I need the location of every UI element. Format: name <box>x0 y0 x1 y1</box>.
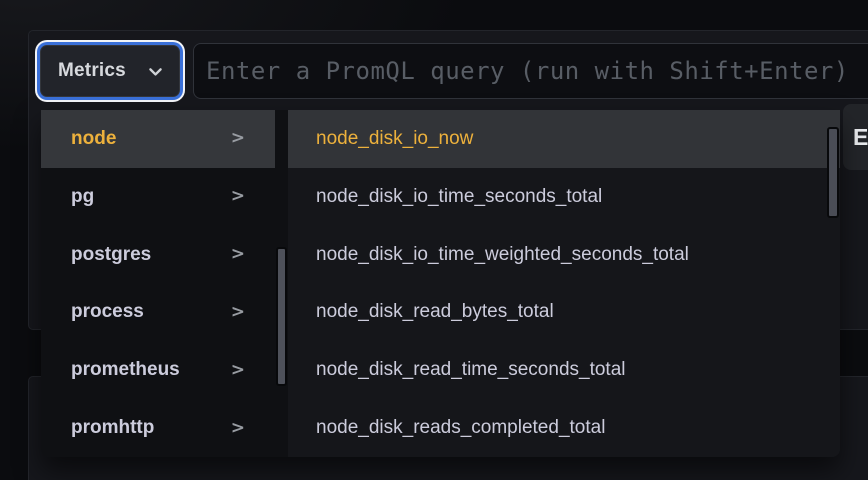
category-item-promhttp[interactable]: promhttp > <box>41 399 275 457</box>
explain-button[interactable]: E <box>843 104 868 170</box>
metric-categories-list: node>pg>postgres>process>prometheus>prom… <box>41 110 288 457</box>
category-item-prometheus[interactable]: prometheus > <box>41 341 275 399</box>
chevron-right-icon: > <box>230 128 245 149</box>
promql-query-input[interactable] <box>193 43 868 99</box>
category-item-pg[interactable]: pg > <box>41 168 275 226</box>
category-label: process <box>71 301 144 323</box>
category-label: prometheus <box>71 359 180 381</box>
chevron-right-icon: > <box>230 186 245 207</box>
chevron-right-icon: > <box>230 244 245 265</box>
category-label: pg <box>71 185 95 207</box>
category-label: node <box>71 127 117 149</box>
category-label: promhttp <box>71 417 155 439</box>
category-item-postgres[interactable]: postgres > <box>41 226 275 284</box>
metric-item-node_disk_read_bytes_total[interactable]: node_disk_read_bytes_total <box>316 301 554 323</box>
metrics-browser-dropdown: node>pg>postgres>process>prometheus>prom… <box>41 110 840 457</box>
chevron-right-icon: > <box>230 359 245 380</box>
categories-scrollbar[interactable] <box>276 247 287 386</box>
chevron-down-icon <box>147 63 164 80</box>
metric-names-list: node_disk_io_now node_disk_io_time_second… <box>288 110 840 457</box>
chevron-right-icon: > <box>230 301 245 322</box>
metric-item-node_disk_reads_completed_total[interactable]: node_disk_reads_completed_total <box>316 417 606 439</box>
metric-item-node_disk_io_time_seconds_total[interactable]: node_disk_io_time_seconds_total <box>316 185 603 207</box>
category-item-node[interactable]: node > <box>41 110 275 168</box>
metrics-button-label: Metrics <box>58 60 126 81</box>
metrics-scrollbar[interactable] <box>827 127 839 218</box>
metric-item-node_disk_read_time_seconds_total[interactable]: node_disk_read_time_seconds_total <box>316 359 626 381</box>
chevron-right-icon: > <box>230 417 245 438</box>
explain-button-label: E <box>853 123 868 150</box>
category-item-process[interactable]: process > <box>41 283 275 341</box>
category-label: postgres <box>71 243 152 265</box>
metrics-dropdown-button[interactable]: Metrics <box>40 45 180 97</box>
metric-item-node_disk_io_now[interactable]: node_disk_io_now <box>288 110 840 168</box>
metric-item-node_disk_io_time_weighted_seconds_total[interactable]: node_disk_io_time_weighted_seconds_total <box>316 243 689 265</box>
